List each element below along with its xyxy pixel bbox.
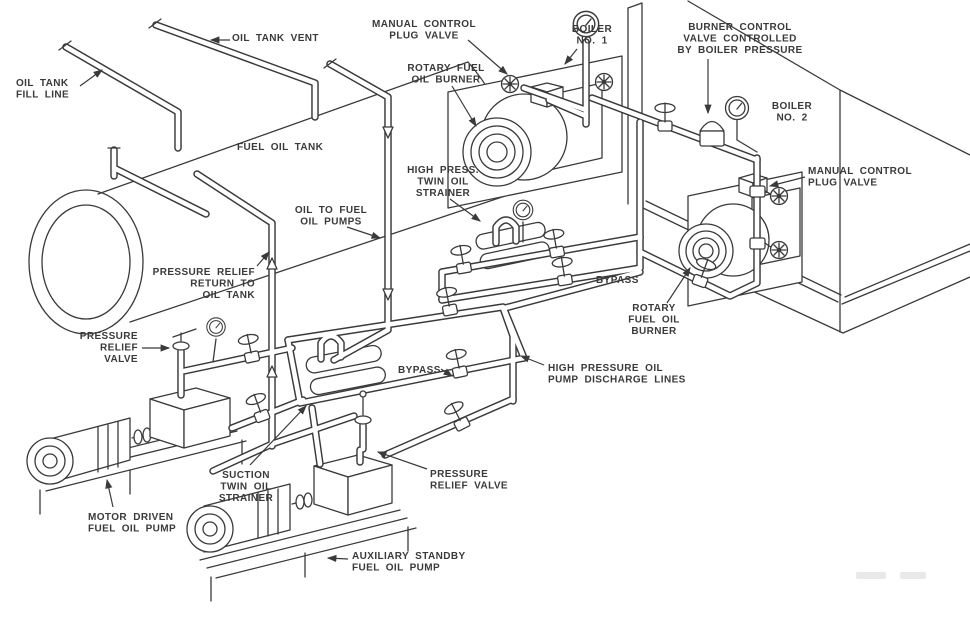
handwheel-icon [594,72,614,92]
pressure-relief-valve-1-symbol [172,328,197,351]
burner-control-valve-symbol [699,120,725,147]
rotary-fuel-oil-burner-2 [678,171,803,307]
label-bypass-upper: BYPASS [596,275,639,286]
pressure-gauge-icon [724,95,750,121]
auxiliary-standby-fuel-oil-pump [186,454,417,602]
handwheel-icon [769,240,789,260]
fuel-oil-tank [28,61,511,335]
motor-driven-fuel-oil-pump [26,387,247,515]
valves-and-fittings [172,10,789,434]
pump-2-casing [313,454,393,516]
leader-lines [79,36,806,563]
label-oil-tank-vent: OIL TANK VENT [232,33,319,44]
label-bypass-lower: BYPASS [398,365,441,376]
handwheel-icon [769,186,789,206]
pressure-gauge-icon [206,317,226,337]
watermark-smudge [856,572,926,579]
globe-valve-icon [654,102,676,132]
pressure-relief-valve-2-symbol [354,390,372,425]
pump-1-casing [149,387,231,449]
label-fuel-oil-tank: FUEL OIL TANK [237,142,324,153]
pressure-gauge-icon [512,199,534,221]
handwheel-icon [500,74,520,94]
pipe-caps [58,18,337,149]
